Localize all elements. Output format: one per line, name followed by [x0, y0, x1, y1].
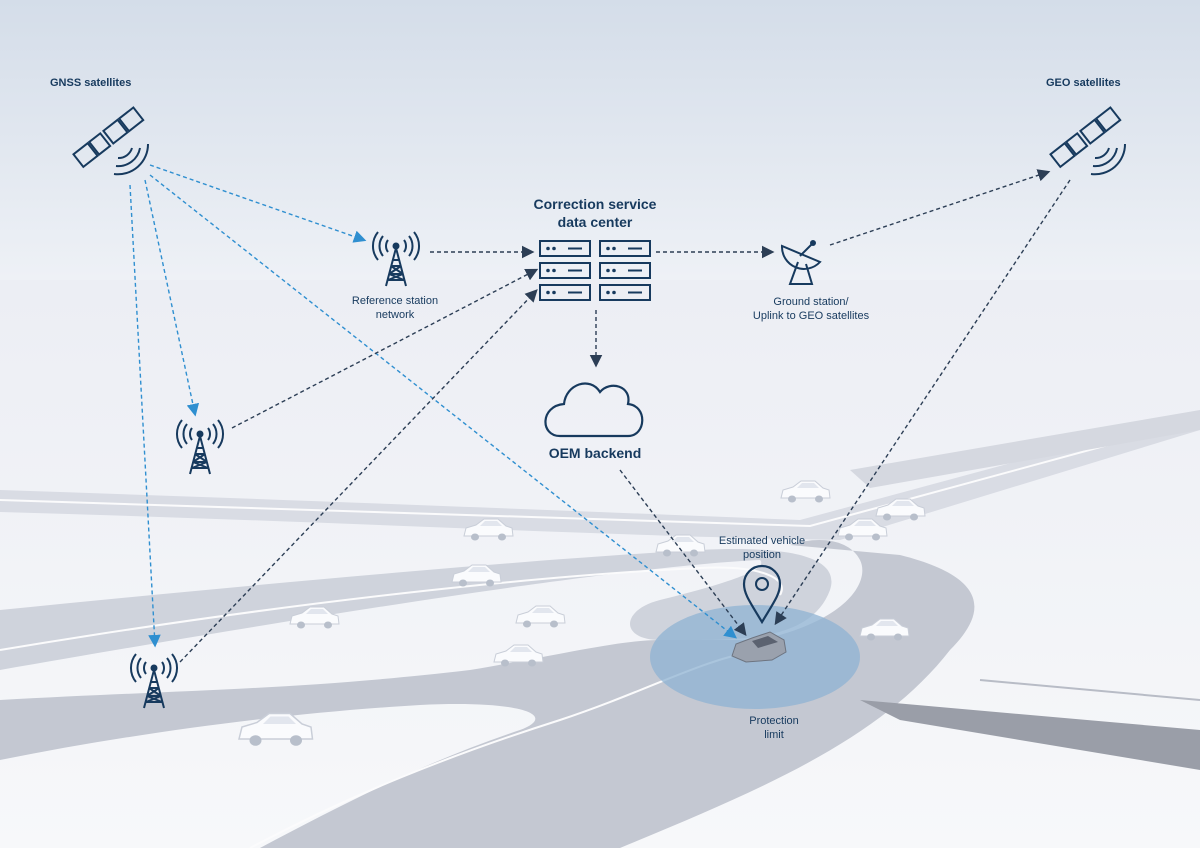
estimated-line1: Estimated vehicle — [718, 535, 806, 547]
geo-satellites-label: GEO satellites — [1046, 77, 1121, 89]
signal-arrows — [129, 164, 1071, 663]
oem-backend-label: OEM backend — [548, 445, 642, 461]
ground-line1: Ground station/ — [773, 296, 849, 308]
estimated-position-label: Estimated vehicle position — [700, 535, 824, 563]
reference-line1: Reference station — [351, 295, 439, 307]
cloud-icon — [544, 382, 644, 438]
gnss-satellites-label: GNSS satellites — [50, 77, 132, 89]
reference-station-label: Reference station network — [335, 295, 455, 323]
correction-title-line2: data center — [557, 214, 633, 231]
location-pin-icon — [742, 564, 782, 625]
sky-background — [0, 0, 1200, 280]
ground-station-label: Ground station/ Uplink to GEO satellites — [736, 296, 886, 324]
correction-title-line1: Correction service — [533, 196, 657, 212]
geo-satellite-icon — [1049, 106, 1127, 176]
protection-line2: limit — [764, 728, 784, 741]
estimated-line2: position — [743, 548, 781, 561]
reference-line2: network — [375, 308, 415, 321]
dish-icon — [780, 240, 822, 285]
protection-limit-label: Protection limit — [722, 715, 826, 743]
protection-line1: Protection — [749, 715, 799, 727]
gnss-satellite-icon — [72, 106, 150, 176]
ground-line2: Uplink to GEO satellites — [752, 309, 870, 322]
correction-service-title: Correction service data center — [515, 195, 675, 231]
ego-car-icon — [731, 631, 787, 663]
